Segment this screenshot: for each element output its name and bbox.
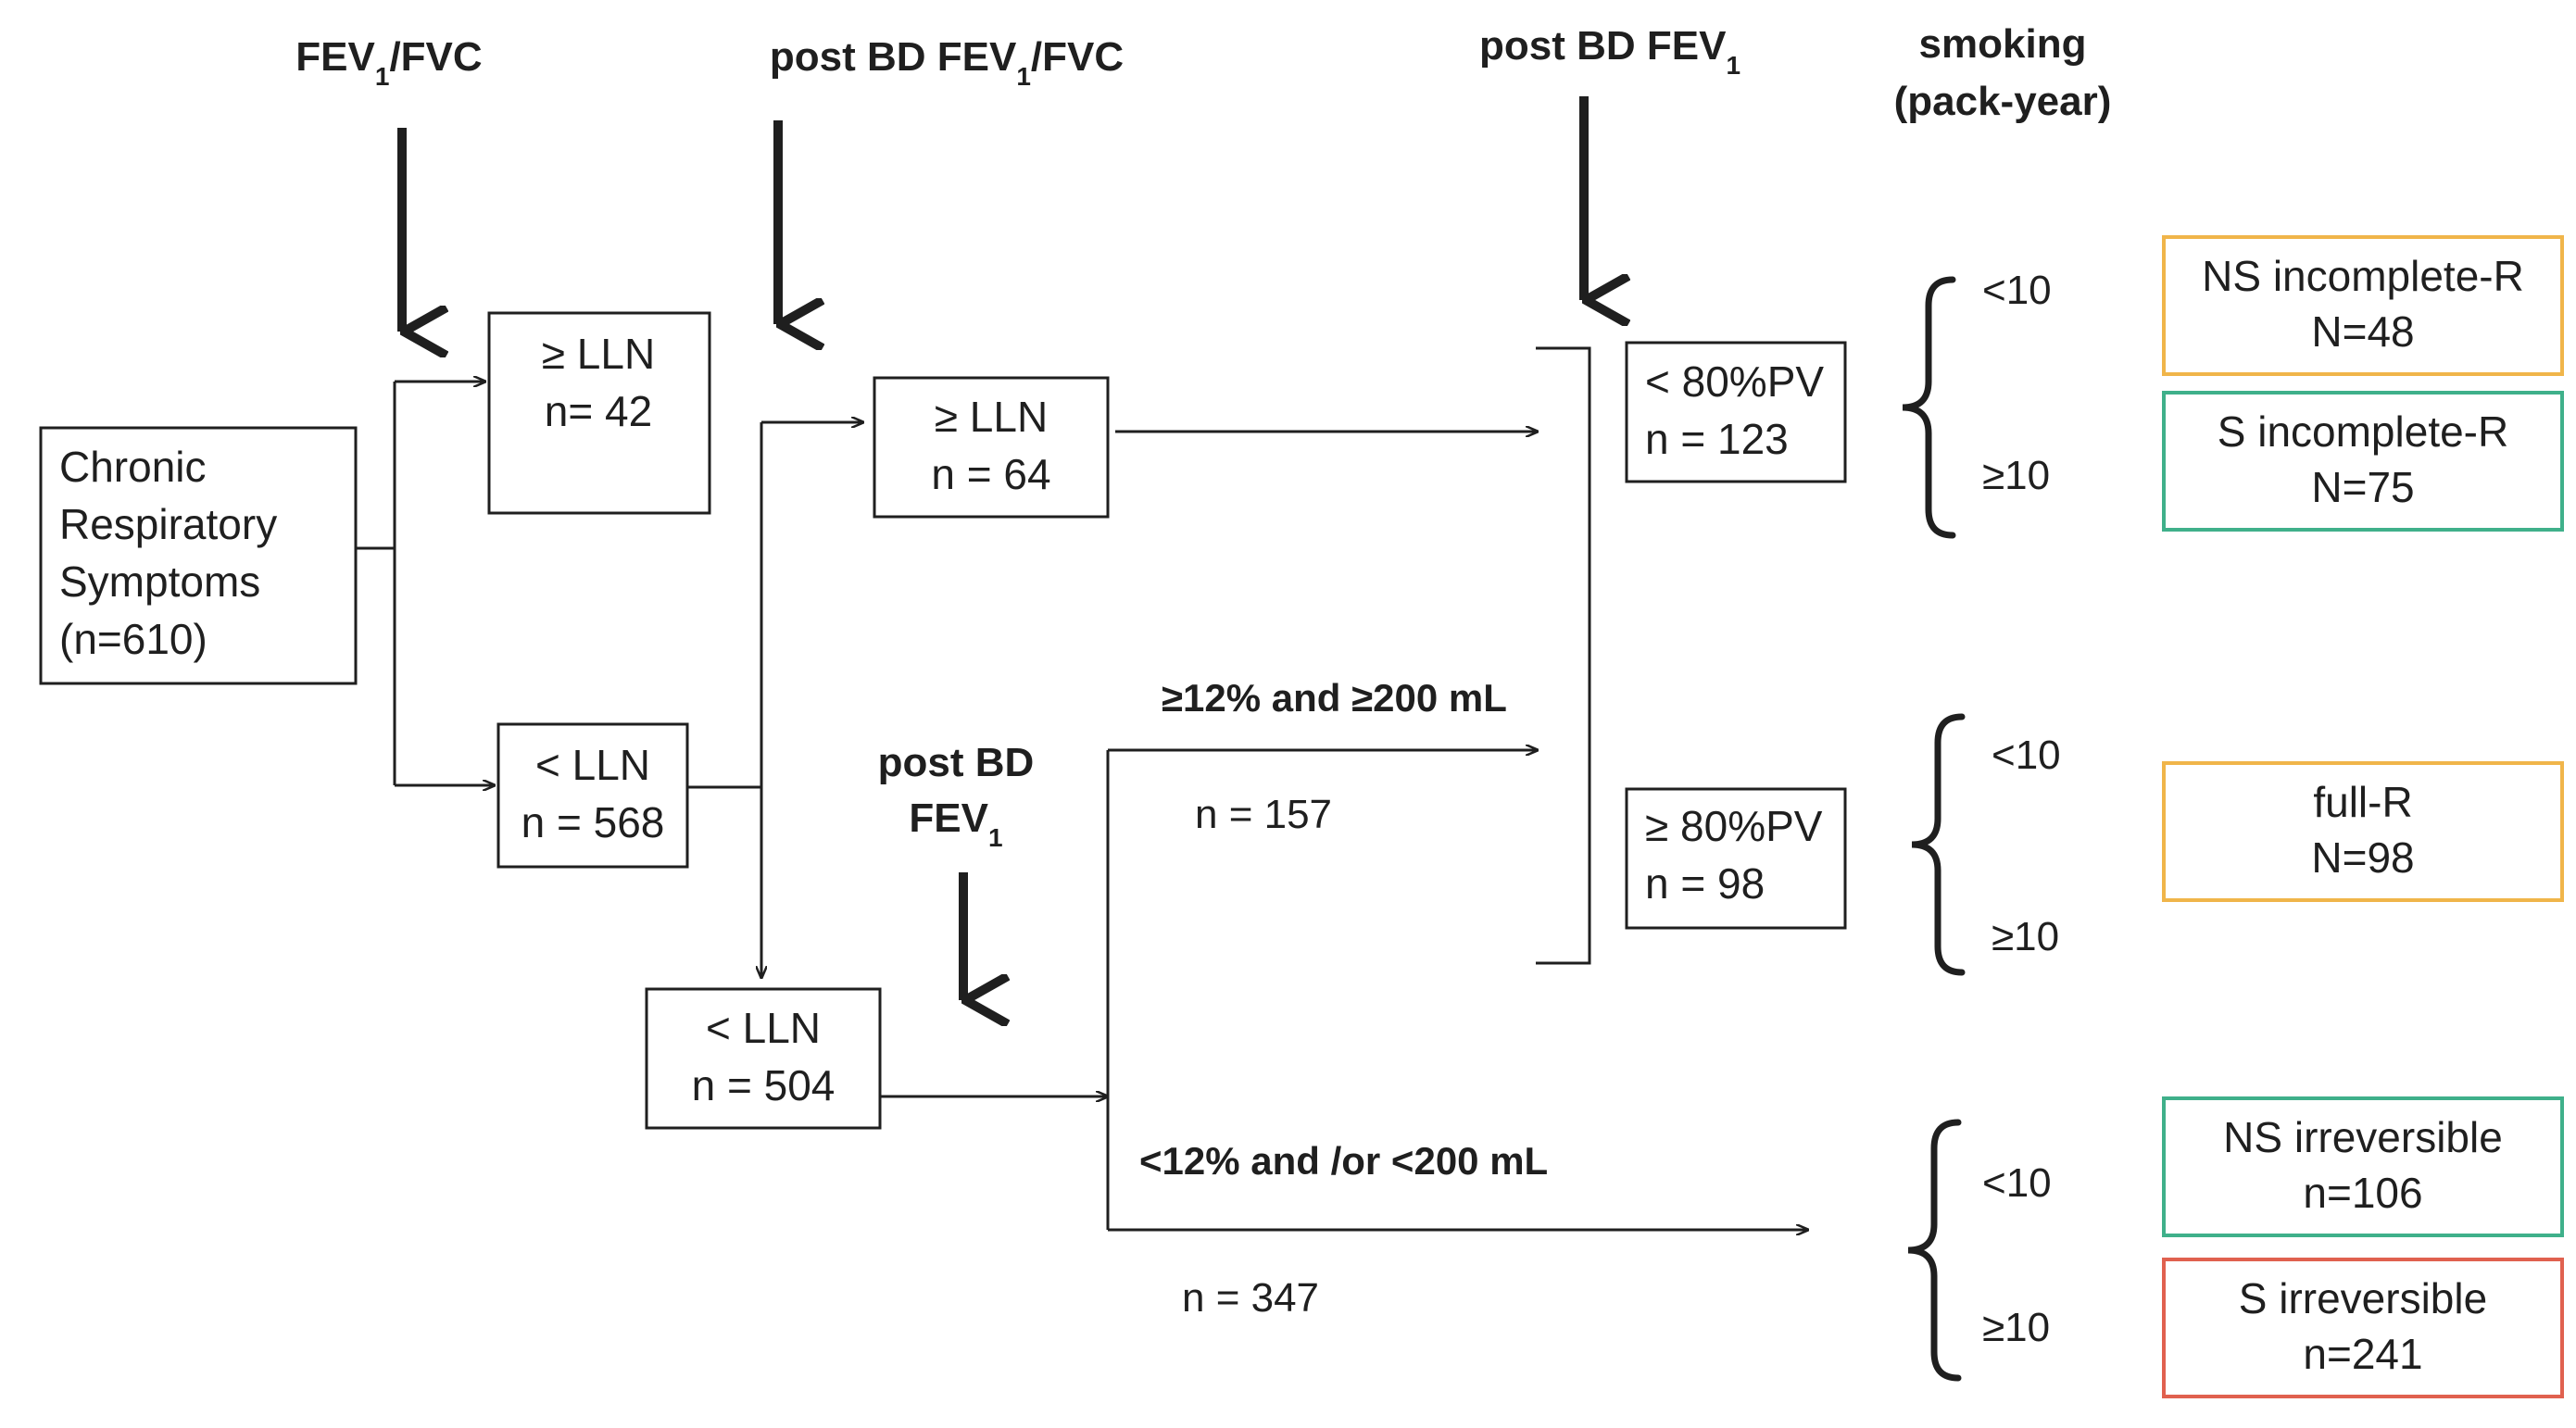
header-post-bd-fev1-fvc: post BD FEV1/FVC — [770, 34, 1124, 91]
outcome-s-irreversible-label: S irreversible — [2239, 1274, 2487, 1322]
box-lt-lln-568-count: n = 568 — [521, 798, 665, 846]
brace-3 — [1907, 1119, 1962, 1382]
smoking-lt10-1: <10 — [1982, 268, 2052, 313]
outcome-s-irreversible — [2162, 1258, 2564, 1398]
outcome-s-irreversible-count: n=241 — [2303, 1330, 2422, 1378]
smoking-ge10-3: ≥10 — [1982, 1305, 2050, 1350]
smoking-lt10-3: <10 — [1982, 1160, 2052, 1206]
box-ge-lln-64 — [873, 376, 1110, 519]
box-ge-lln-42-label: ≥ LLN — [542, 330, 655, 378]
header-post-bd-fev1: post BD FEV1 — [1479, 23, 1740, 80]
chronic-box — [39, 426, 358, 685]
label-bd-positive: ≥12% and ≥200 mL — [1162, 676, 1507, 720]
outcome-s-incomplete-count: N=75 — [2311, 463, 2414, 511]
outcome-s-incomplete-label: S incomplete-R — [2218, 407, 2508, 456]
outcome-full-r-label: full-R — [2313, 778, 2412, 826]
brace-2 — [1911, 713, 1966, 976]
header-pack-year: (pack-year) — [1894, 79, 2112, 124]
box-ge-lln-42-count: n= 42 — [545, 387, 652, 435]
label-bd-positive-n: n = 157 — [1195, 792, 1332, 837]
box-ge-lln-64-count: n = 64 — [931, 450, 1050, 498]
box-ge-80pv-count: n = 98 — [1645, 859, 1765, 908]
outcome-full-r-count: N=98 — [2311, 833, 2414, 882]
smoking-ge10-1: ≥10 — [1982, 453, 2050, 498]
header-fev1-fvc: FEV1/FVC — [295, 34, 482, 91]
fev1-bracket — [1536, 346, 1591, 965]
box-lt-lln-568 — [496, 722, 689, 869]
outcome-ns-incomplete — [2162, 235, 2564, 376]
box-lt-80pv-count: n = 123 — [1645, 415, 1789, 463]
box-lt-80pv — [1625, 341, 1847, 483]
outcome-s-incomplete — [2162, 391, 2564, 532]
outcome-ns-irreversible — [2162, 1096, 2564, 1237]
chronic-line-2: Respiratory — [59, 500, 277, 548]
outcome-full-r — [2162, 761, 2564, 902]
box-lt-lln-504-count: n = 504 — [692, 1061, 836, 1109]
box-lt-lln-504 — [645, 987, 882, 1130]
outcome-ns-incomplete-count: N=48 — [2311, 307, 2414, 356]
chronic-line-3: Symptoms — [59, 557, 260, 606]
box-ge-80pv — [1625, 787, 1847, 930]
header-fev1-mid: FEV1 — [909, 795, 1002, 852]
label-bd-negative-n: n = 347 — [1182, 1275, 1319, 1321]
box-ge-lln-42 — [487, 311, 711, 515]
outcome-ns-irreversible-label: NS irreversible — [2223, 1113, 2503, 1161]
box-ge-lln-64-label: ≥ LLN — [935, 393, 1048, 441]
box-lt-lln-504-label: < LLN — [706, 1004, 821, 1052]
smoking-lt10-2: <10 — [1992, 733, 2061, 778]
box-lt-lln-568-label: < LLN — [535, 741, 650, 789]
chronic-line-4: (n=610) — [59, 615, 207, 663]
label-bd-negative: <12% and /or <200 mL — [1139, 1139, 1548, 1183]
brace-1 — [1902, 276, 1956, 539]
header-post-bd-mid: post BD — [878, 740, 1035, 785]
smoking-ge10-2: ≥10 — [1992, 914, 2059, 959]
outcome-ns-incomplete-label: NS incomplete-R — [2202, 252, 2524, 300]
chronic-line-1: Chronic — [59, 443, 207, 491]
outcome-ns-irreversible-count: n=106 — [2303, 1169, 2422, 1217]
box-lt-80pv-label: < 80%PV — [1645, 357, 1824, 406]
header-smoking: smoking — [1919, 21, 2087, 67]
box-ge-80pv-label: ≥ 80%PV — [1645, 802, 1823, 850]
